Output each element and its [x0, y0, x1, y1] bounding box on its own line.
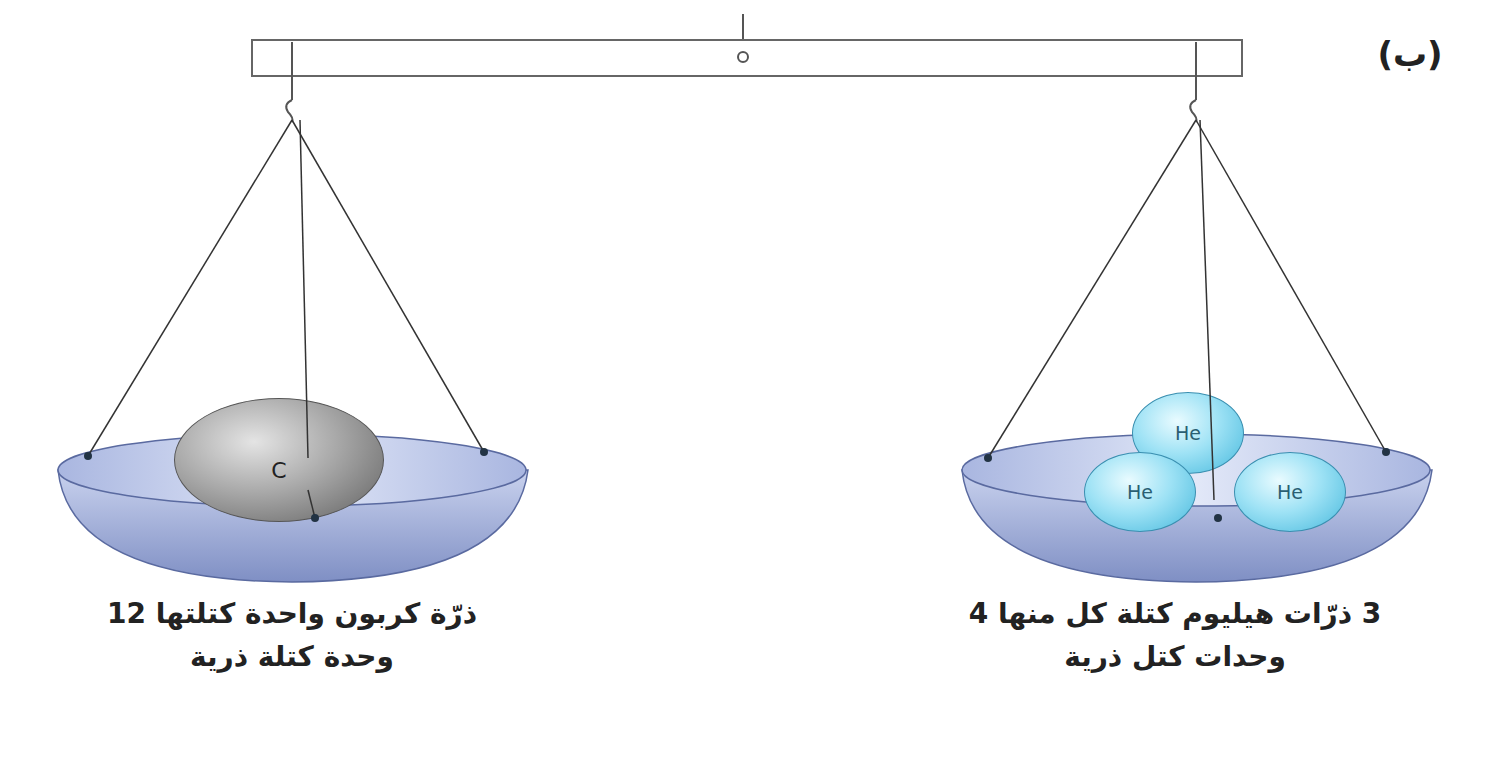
- carbon-caption: ذرّة كربون واحدة كتلتها 12 وحدة كتلة ذري…: [92, 592, 492, 679]
- atom-symbol: C: [271, 458, 286, 483]
- atom-symbol: He: [1277, 481, 1303, 503]
- helium-atom: He: [1234, 452, 1346, 532]
- figure-letter: (ب): [1350, 28, 1470, 81]
- helium-caption: 3 ذرّات هيليوم كتلة كل منها 4 وحدات كتل …: [965, 592, 1385, 679]
- helium-atom: He: [1084, 452, 1196, 532]
- carbon-atom: C: [174, 398, 384, 522]
- atom-symbol: He: [1175, 422, 1201, 444]
- atom-symbol: He: [1127, 481, 1153, 503]
